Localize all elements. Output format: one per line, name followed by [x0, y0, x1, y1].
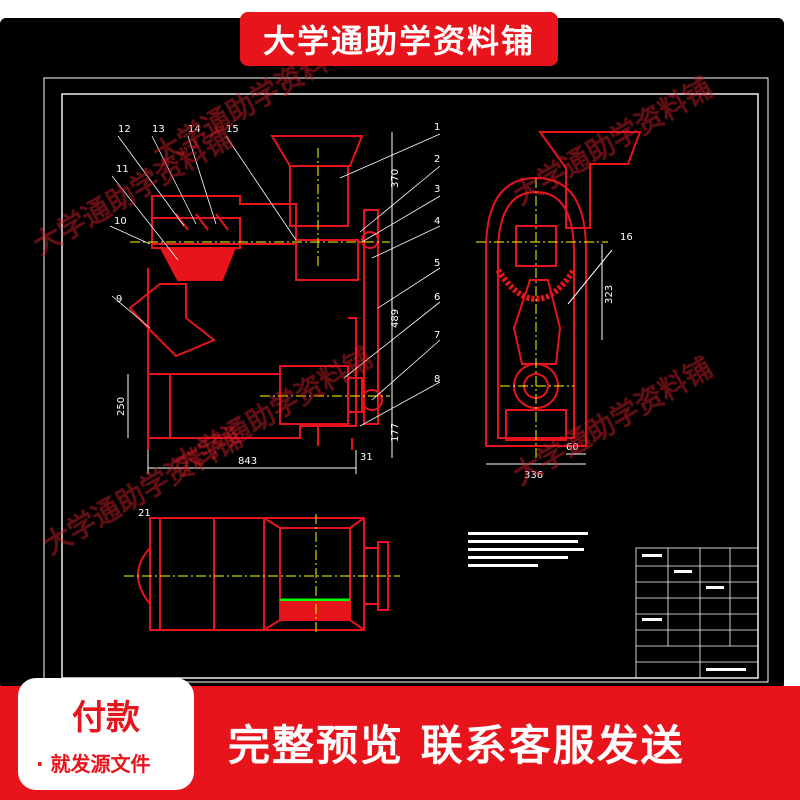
plan-center-lines	[124, 514, 400, 634]
part-number-7: 7	[434, 330, 440, 341]
dim-336: 336	[524, 470, 543, 481]
engineering-drawing: 12 13 14 15 11 10 9 1 2 3 4 5 6 7 8 16 2…	[43, 77, 769, 683]
part-number-14: 14	[188, 124, 201, 135]
outer-frame	[43, 77, 769, 683]
front-center-lines	[130, 148, 390, 397]
inner-frame	[61, 93, 759, 679]
pay-subtitle: · 就发源文件	[36, 752, 151, 776]
part-number-8: 8	[434, 374, 440, 385]
part-number-11: 11	[116, 164, 129, 175]
pay-card[interactable]: 付款 · 就发源文件	[18, 678, 194, 790]
dim-489: 489	[390, 309, 401, 328]
side-view	[485, 131, 642, 447]
dim-843: 843	[238, 456, 257, 467]
shop-name: 大学通助学资料铺	[262, 22, 535, 60]
pay-title: 付款	[72, 698, 140, 738]
leader-lines	[109, 133, 441, 427]
part-number-9: 9	[116, 294, 122, 305]
dim-323: 323	[604, 285, 615, 304]
part-number-13: 13	[152, 124, 165, 135]
part-number-4: 4	[434, 216, 440, 227]
labels: 12 13 14 15 11 10 9 1 2 3 4 5 6 7 8 16 2…	[114, 122, 633, 519]
title-block	[635, 547, 759, 679]
side-center-lines	[476, 178, 608, 458]
part-number-1: 1	[434, 122, 440, 133]
preview-contact-text: 完整预览 联系客服发送	[228, 721, 685, 770]
technical-notes	[468, 532, 588, 567]
side-dimensions	[486, 244, 613, 465]
dim-250: 250	[116, 397, 127, 416]
dim-177: 177	[390, 423, 401, 442]
title-block-text-marks	[642, 554, 746, 671]
part-number-2: 2	[434, 154, 440, 165]
front-dimensions	[127, 132, 393, 474]
part-number-15: 15	[226, 124, 239, 135]
plan-view	[137, 517, 389, 631]
part-number-10: 10	[114, 216, 127, 227]
part-number-16: 16	[620, 232, 633, 243]
dim-370: 370	[390, 169, 401, 188]
shop-banner: 大学通助学资料铺	[240, 12, 558, 66]
part-number-21: 21	[138, 508, 151, 519]
dim-31: 31	[360, 452, 373, 463]
part-number-12: 12	[118, 124, 131, 135]
drawing-sheet: 12 13 14 15 11 10 9 1 2 3 4 5 6 7 8 16 2…	[0, 18, 784, 690]
front-view	[128, 135, 383, 450]
part-number-5: 5	[434, 258, 440, 269]
part-number-6: 6	[434, 292, 440, 303]
part-number-3: 3	[434, 184, 440, 195]
dim-60: 60	[566, 442, 579, 453]
